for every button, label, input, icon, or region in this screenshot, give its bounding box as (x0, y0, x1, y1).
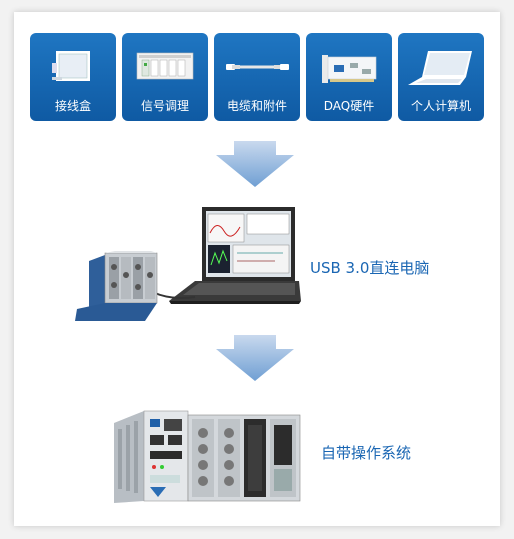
tile-label: 个人计算机 (410, 99, 471, 113)
tile-label: 电缆和附件 (226, 99, 287, 113)
terminal-block-icon (52, 51, 90, 81)
tile-personal-computer: 个人计算机 (398, 33, 484, 121)
laptop-icon (408, 51, 472, 85)
option-caption-usb: USB 3.0直连电脑 (310, 259, 430, 277)
tile-terminal-block: 接线盒 (30, 33, 116, 121)
tile-label: 接线盒 (54, 99, 91, 113)
cable-icon (226, 64, 289, 70)
tile-label: DAQ硬件 (323, 99, 375, 113)
tile-cables: 电缆和附件 (214, 33, 300, 121)
daq-board-icon (322, 55, 377, 83)
category-row: 接线盒 信号调理 电缆和附件 (30, 33, 485, 121)
standalone-controller-chassis-image (114, 410, 301, 503)
down-arrow-icon (216, 335, 294, 381)
laptop-with-chassis-image (75, 207, 301, 321)
signal-conditioning-icon (136, 52, 194, 80)
tile-signal-conditioning: 信号调理 (122, 33, 208, 121)
tile-label: 信号调理 (140, 99, 189, 113)
option-caption-standalone: 自带操作系统 (321, 444, 412, 462)
tile-daq-hardware: DAQ硬件 (306, 33, 392, 121)
down-arrow-icon (216, 141, 294, 187)
